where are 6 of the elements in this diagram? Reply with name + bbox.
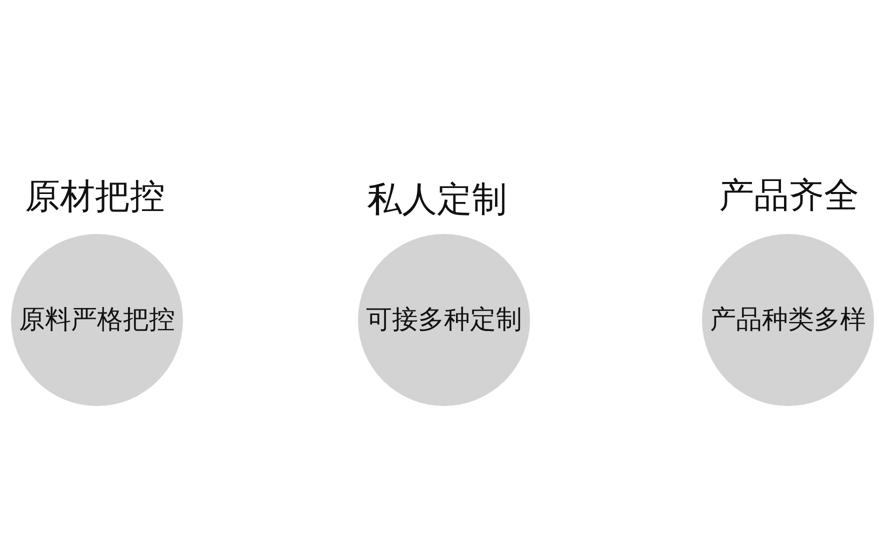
feature-heading: 原材把控: [25, 177, 165, 217]
feature-description: 原料严格把控: [19, 305, 175, 335]
feature-description: 可接多种定制: [366, 305, 522, 335]
feature-heading: 产品齐全: [719, 176, 859, 216]
feature-heading: 私人定制: [367, 180, 507, 220]
feature-description: 产品种类多样: [710, 305, 866, 335]
